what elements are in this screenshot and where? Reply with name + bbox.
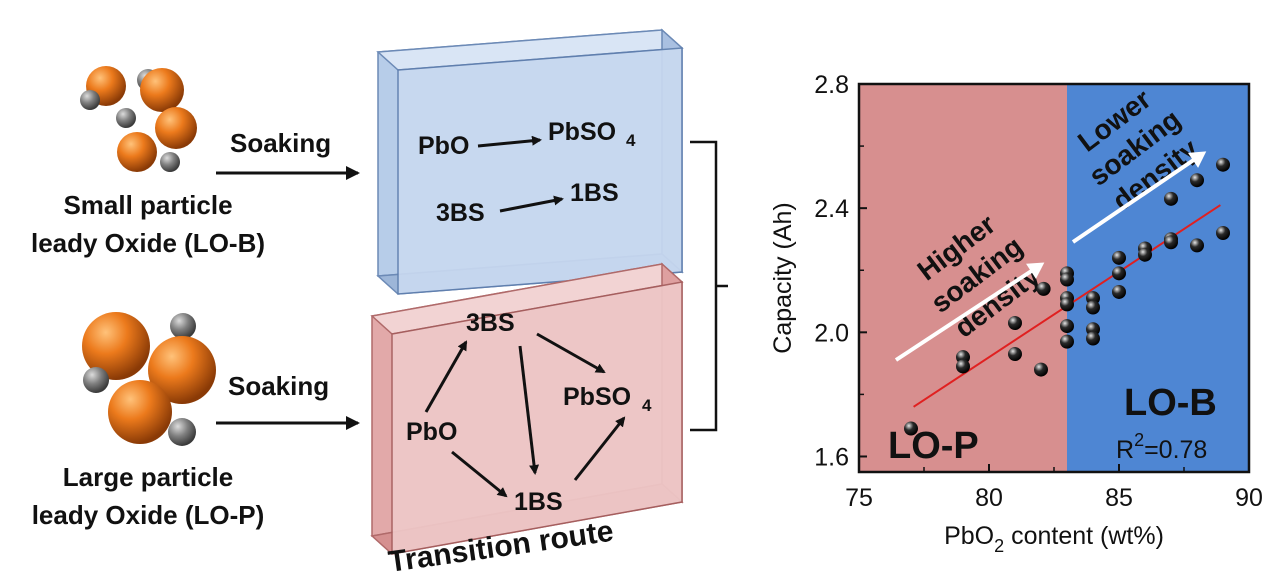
data-point	[1112, 284, 1126, 299]
y-axis-ticks: 1.6 2.0 2.4 2.8	[814, 71, 867, 471]
bottom-pbo-label: PbO	[406, 418, 457, 446]
large-particle-cluster	[82, 312, 216, 446]
data-point	[956, 359, 970, 374]
large-particle-sublabel: leady Oxide (LO-P)	[32, 500, 265, 530]
grouping-bracket	[690, 140, 728, 432]
top-pbso4-label: PbSO	[548, 118, 616, 146]
lo-b-region-label: LO-B	[1124, 382, 1217, 424]
lo-p-region	[859, 84, 1067, 472]
annotation-arrow	[894, 266, 1038, 362]
soaking-arrow-bottom: Soaking	[216, 371, 360, 430]
y-tick-label: 2.0	[814, 319, 849, 347]
top-pbso4-subscript: 4	[626, 131, 636, 150]
x-axis-label: PbO2 content (wt%)	[944, 522, 1164, 556]
top-1bs-label: 1BS	[570, 179, 619, 207]
lo-b-region	[1067, 84, 1249, 472]
data-point	[1112, 250, 1126, 265]
annotation-arrowhead	[1026, 262, 1045, 279]
data-point	[1164, 235, 1178, 250]
data-point	[1060, 334, 1074, 349]
soaking-label-top: Soaking	[230, 128, 331, 158]
large-particle-label: Large particle	[63, 462, 234, 492]
top-row2-arrow	[499, 195, 564, 213]
x-tick-label: 90	[1235, 484, 1263, 512]
data-point	[1008, 347, 1022, 362]
annotation-arrow	[1071, 155, 1200, 244]
data-point	[1216, 225, 1230, 240]
annotation-arrowhead	[1187, 151, 1207, 168]
y-tick-label: 2.8	[814, 71, 849, 99]
data-point	[1190, 238, 1204, 253]
data-point	[1138, 247, 1152, 262]
y-axis-label: Capacity (Ah)	[769, 202, 797, 353]
data-point	[1036, 281, 1051, 296]
r-squared-value: =0.78	[1144, 436, 1207, 464]
data-point	[1060, 297, 1074, 312]
soaking-arrow-top: Soaking	[216, 128, 360, 180]
data-point	[1034, 362, 1048, 377]
lo-p-region-label: LO-P	[888, 425, 979, 467]
bottom-pbso4-label: PbSO	[563, 383, 631, 411]
top-reaction-box	[376, 28, 684, 295]
bottom-1bs-label: 1BS	[514, 488, 563, 516]
data-points	[904, 157, 1230, 436]
x-axis-label-main: PbO	[944, 522, 994, 550]
bottom-3bs-label: 3BS	[466, 309, 515, 337]
bottom-reaction-box	[370, 262, 684, 555]
small-particle-label: Small particle	[63, 190, 232, 220]
data-point	[1190, 173, 1204, 188]
bottom-pbso4-subscript: 4	[642, 396, 652, 415]
top-pbo-label: PbO	[418, 132, 469, 160]
data-point	[1216, 157, 1230, 172]
x-tick-label: 80	[975, 484, 1003, 512]
data-point	[1086, 331, 1100, 346]
y-tick-label: 2.4	[814, 195, 849, 223]
soaking-label-bottom: Soaking	[228, 371, 329, 401]
x-axis-label-sub: 2	[994, 536, 1004, 556]
y-tick-label: 1.6	[814, 443, 849, 471]
x-axis-ticks: 75 80 85 90	[845, 464, 1263, 512]
top-3bs-label: 3BS	[436, 199, 485, 227]
small-particle-cluster	[80, 66, 197, 172]
small-particle-sublabel: leady Oxide (LO-B)	[31, 228, 265, 258]
data-point	[904, 421, 918, 436]
x-axis-label-rest: content (wt%)	[1004, 522, 1164, 550]
data-point	[1164, 191, 1178, 206]
data-point	[1008, 316, 1022, 331]
data-point	[1112, 266, 1126, 281]
data-point	[1060, 319, 1074, 334]
data-point	[1060, 272, 1074, 287]
transition-arrows	[424, 332, 626, 498]
r-squared-label: R2=0.78	[1116, 430, 1207, 464]
top-row1-arrow	[477, 135, 542, 148]
r-squared-r: R	[1116, 436, 1134, 464]
x-tick-label: 75	[845, 484, 873, 512]
x-tick-label: 85	[1105, 484, 1133, 512]
data-point	[1086, 300, 1100, 315]
r-squared-sup: 2	[1134, 430, 1144, 450]
